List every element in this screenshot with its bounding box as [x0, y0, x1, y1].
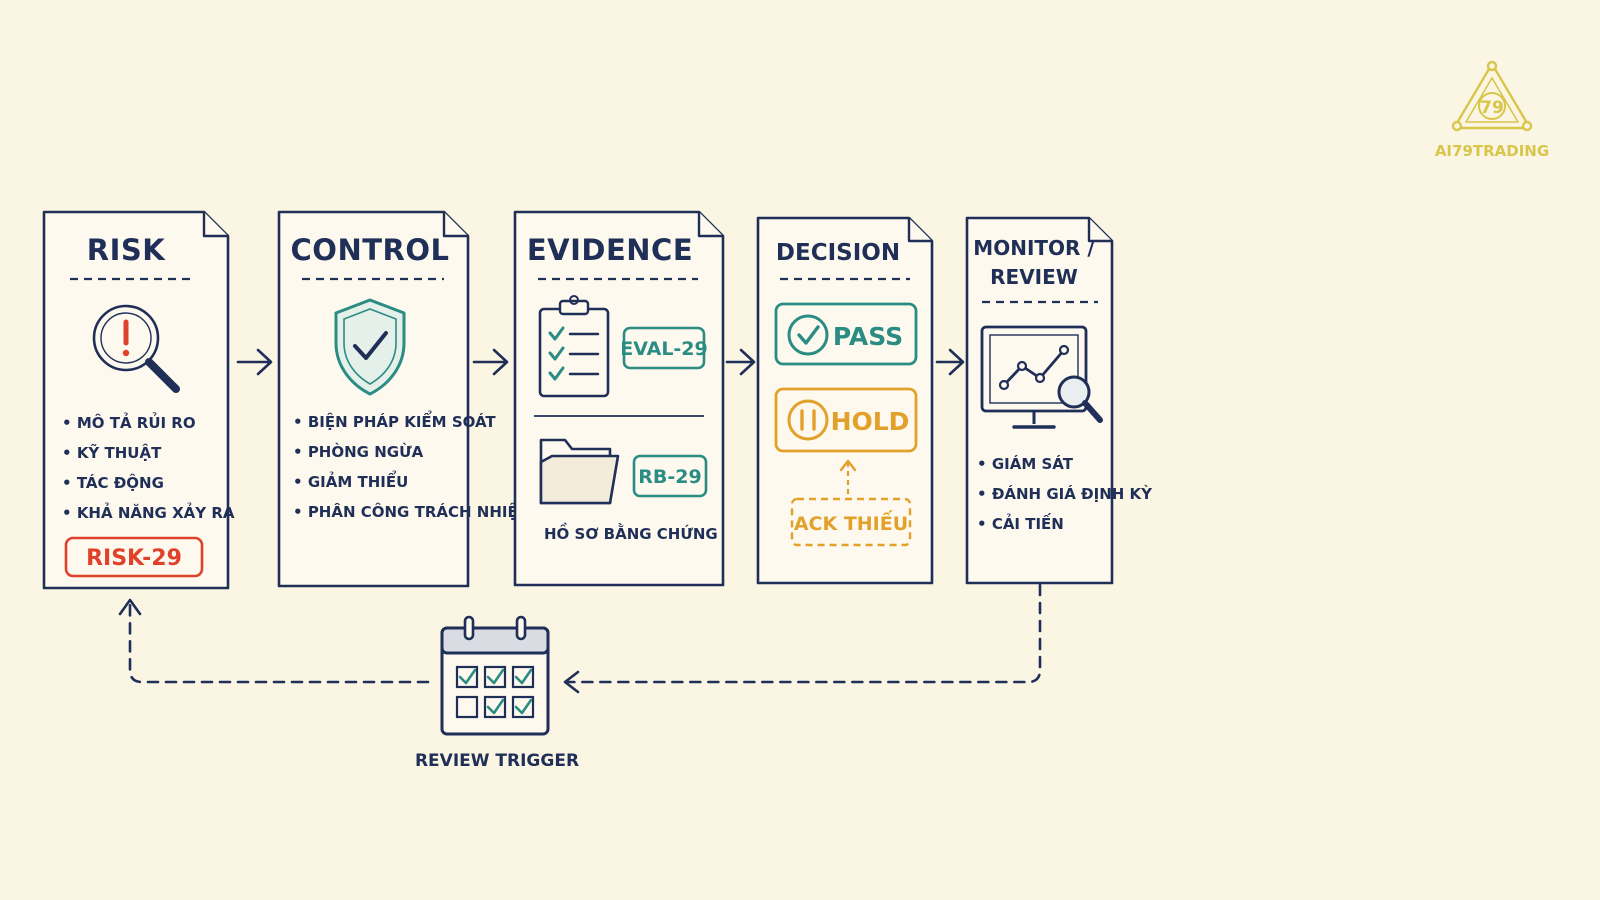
- list-item: • KỸ THUẬT: [62, 442, 162, 462]
- monitor-title-line2: REVIEW: [990, 265, 1078, 289]
- eval-tag-label: EVAL-29: [620, 338, 708, 360]
- flow-arrow: [472, 348, 509, 376]
- monitor-title-line1: MONITOR /: [973, 236, 1095, 260]
- risk-tag: RISK-29: [64, 536, 204, 578]
- evidence-card: EVIDENCE EVAL-29 RB-29 HỒ SƠ BẰNG CHỨNG: [513, 210, 725, 587]
- ack-label: ACK THIẾU: [794, 509, 908, 535]
- clipboard-checklist-icon: [538, 295, 610, 398]
- ack-missing-badge: ACK THIẾU: [790, 497, 912, 547]
- review-trigger: REVIEW TRIGGER: [415, 615, 579, 771]
- pause-circle-icon: [787, 399, 829, 441]
- list-item: • KHẢ NĂNG XẢY RA: [62, 501, 235, 522]
- risk-bullets: • MÔ TẢ RỦI RO • KỸ THUẬT • TÁC ĐỘNG • K…: [62, 411, 235, 522]
- control-bullets: • BIỆN PHÁP KIỂM SOÁT • PHÒNG NGỪA • GIẢ…: [293, 409, 533, 521]
- list-item: • PHÂN CÔNG TRÁCH NHIỆM: [293, 501, 533, 521]
- risk-tag-label: RISK-29: [86, 546, 182, 571]
- list-item: • TÁC ĐỘNG: [62, 472, 164, 492]
- flow-arrow: [236, 348, 273, 376]
- list-item: • ĐÁNH GIÁ ĐỊNH KỲ: [977, 484, 1153, 503]
- control-title: CONTROL: [291, 233, 450, 267]
- review-trigger-label: REVIEW TRIGGER: [415, 751, 579, 771]
- flow-arrow: [725, 348, 756, 376]
- hold-label: HOLD: [831, 407, 910, 436]
- review-loop-connector: [118, 583, 1042, 694]
- eval-tag: EVAL-29: [620, 326, 708, 370]
- evidence-title: EVIDENCE: [527, 233, 693, 267]
- check-circle-icon: [787, 314, 829, 356]
- monitor-chart-icon: [980, 325, 1103, 429]
- rb-tag-label: RB-29: [638, 466, 701, 488]
- flow-arrow: [935, 348, 965, 376]
- list-item: • PHÒNG NGỪA: [293, 442, 424, 461]
- list-item: • GIẢM THIỂU: [293, 469, 408, 491]
- magnifier-alert-icon: [92, 304, 180, 393]
- pass-label: PASS: [833, 322, 903, 351]
- evidence-caption: HỒ SƠ BẰNG CHỨNG: [544, 521, 718, 543]
- list-item: • CẢI TIẾN: [977, 512, 1064, 533]
- rb-tag: RB-29: [632, 454, 708, 498]
- list-item: • MÔ TẢ RỦI RO: [62, 411, 196, 432]
- shield-check-icon: [334, 298, 406, 396]
- ack-arrow: [839, 459, 857, 494]
- list-item: • GIÁM SÁT: [977, 454, 1074, 473]
- pass-badge: PASS: [774, 302, 918, 366]
- decision-card: DECISION PASS HOLD ACK THIẾU: [756, 216, 934, 585]
- hold-badge: HOLD: [774, 387, 918, 453]
- list-item: • BIỆN PHÁP KIỂM SOÁT: [293, 409, 496, 431]
- brand-logo: 79 AI79TRADING: [1435, 60, 1549, 160]
- risk-card: RISK • MÔ TẢ RỦI RO • KỸ THUẬT • TÁC ĐỘN…: [42, 210, 235, 590]
- monitor-review-card: MONITOR / REVIEW • GIÁM SÁT • ĐÁNH GIÁ Đ…: [965, 216, 1153, 585]
- folder-icon: [539, 438, 620, 505]
- brand-name: AI79TRADING: [1435, 142, 1549, 160]
- brand-emblem-icon: [1451, 60, 1533, 132]
- decision-title: DECISION: [776, 240, 900, 266]
- monitor-bullets: • GIÁM SÁT • ĐÁNH GIÁ ĐỊNH KỲ • CẢI TIẾN: [977, 454, 1153, 533]
- control-card: CONTROL • BIỆN PHÁP KIỂM SOÁT • PHÒNG NG…: [277, 210, 533, 588]
- calendar-check-icon: [440, 615, 550, 736]
- brand-emblem-number: 79: [1480, 98, 1504, 118]
- risk-title: RISK: [87, 233, 167, 267]
